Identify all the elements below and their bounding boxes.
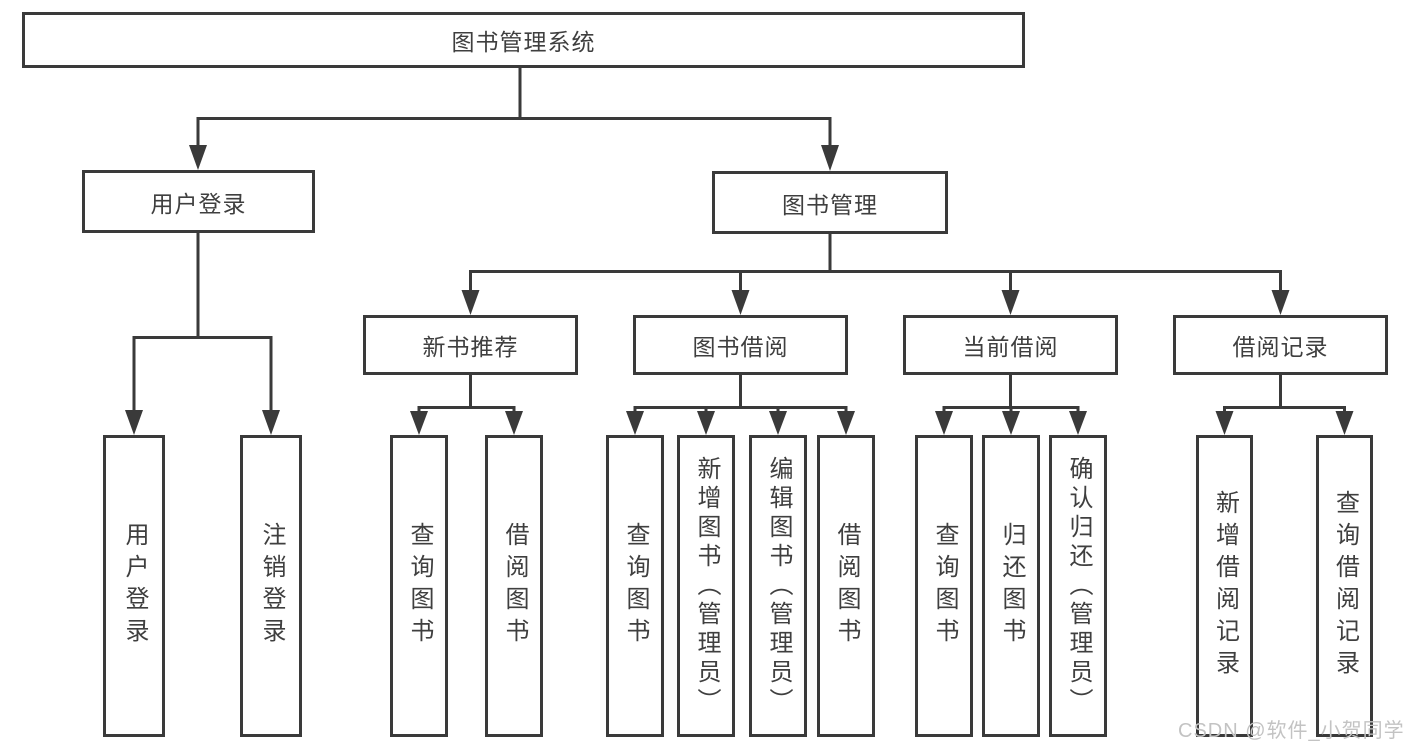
node-user-login: 用户登录 <box>82 170 315 233</box>
leaf-confirm-return-admin: 确认归还（管理员） <box>1049 435 1107 737</box>
csdn-watermark: CSDN @软件_小贺同学 <box>1178 720 1405 742</box>
leaf-user-login: 用户登录 <box>103 435 165 737</box>
leaf-add-books-admin: 新增图书（管理员） <box>677 435 735 737</box>
leaf-query-books-1: 查询图书 <box>390 435 448 737</box>
leaf-return-books: 归还图书 <box>982 435 1040 737</box>
node-current-borrowing: 当前借阅 <box>903 315 1118 375</box>
node-book-management: 图书管理 <box>712 171 948 234</box>
node-library-management-system: 图书管理系统 <box>22 12 1025 68</box>
leaf-borrow-books-1: 借阅图书 <box>485 435 543 737</box>
node-book-borrowing: 图书借阅 <box>633 315 848 375</box>
leaf-query-books-3: 查询图书 <box>915 435 973 737</box>
leaf-query-books-2: 查询图书 <box>606 435 664 737</box>
leaf-borrow-books-2: 借阅图书 <box>817 435 875 737</box>
leaf-edit-books-admin: 编辑图书（管理员） <box>749 435 807 737</box>
node-new-book-recommendation: 新书推荐 <box>363 315 578 375</box>
leaf-logout: 注销登录 <box>240 435 302 737</box>
node-borrowing-records: 借阅记录 <box>1173 315 1388 375</box>
leaf-add-borrow-record: 新增借阅记录 <box>1196 435 1253 737</box>
leaf-query-borrow-record: 查询借阅记录 <box>1316 435 1373 737</box>
